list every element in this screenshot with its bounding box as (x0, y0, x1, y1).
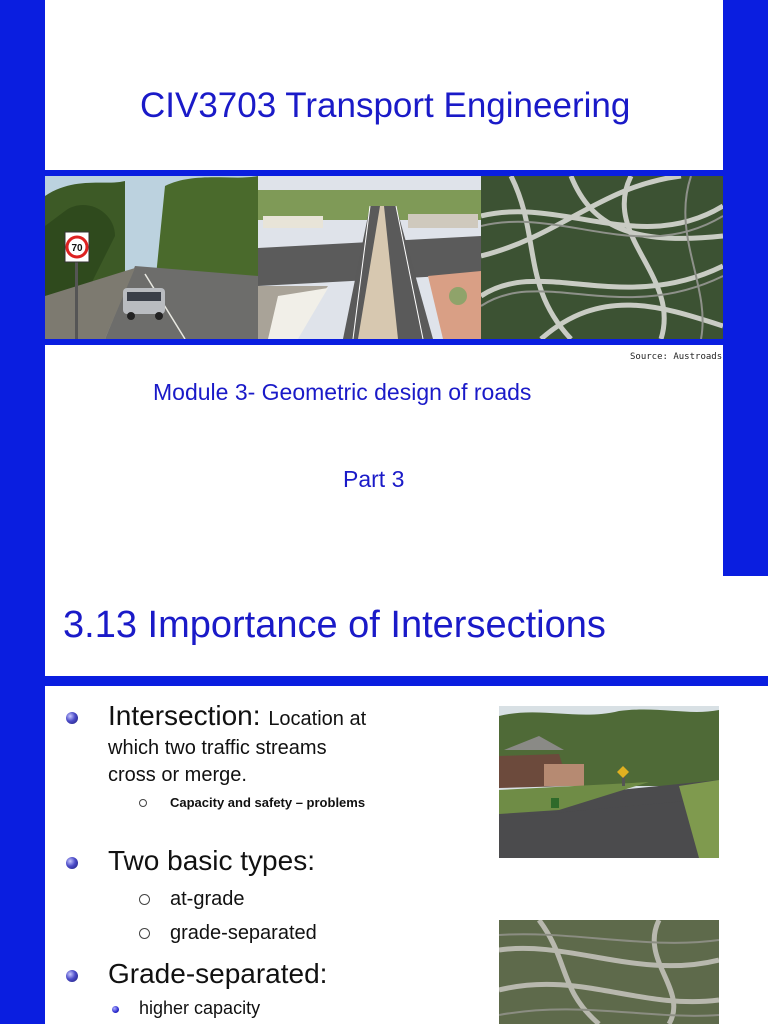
left-accent-bar (0, 0, 45, 1024)
interchange-photo-art (481, 176, 723, 339)
bullet-orb-icon (66, 712, 78, 724)
interchange-photo (481, 176, 723, 339)
bullet-definition-line2: which two traffic streams (108, 737, 327, 759)
bullet-orb-icon (66, 970, 78, 982)
sub-bullet-ring-icon (139, 928, 150, 939)
intersection-photo (258, 176, 481, 339)
right-accent-bar (723, 0, 768, 576)
residential-intersection-photo (499, 706, 719, 858)
bullet-orb-icon (66, 857, 78, 869)
sub-bullet-dot-icon (112, 1006, 119, 1013)
bullet-two-basic-types: Two basic types: (108, 845, 315, 876)
photo-band-bottom-rule (45, 339, 723, 345)
sub-bullet-at-grade: at-grade (170, 888, 245, 910)
bullet-intersection: Intersection: Location at (108, 700, 366, 732)
road-photo: 70 (45, 176, 258, 339)
intersection-photo-art (258, 176, 481, 339)
bullet-term: Intersection: (108, 700, 261, 731)
bullet-grade-separated: Grade-separated: (108, 958, 328, 989)
photo-band-top-rule (45, 170, 723, 176)
speed-sign-text: 70 (71, 243, 83, 254)
slide-title: CIV3703 Transport Engineering (140, 86, 631, 125)
bullet-definition-line1: Location at (268, 708, 367, 730)
title-underline-band (45, 676, 768, 686)
module-subtitle: Module 3- Geometric design of roads (153, 379, 532, 405)
part-label: Part 3 (343, 466, 405, 492)
sub-bullet-ring-icon (139, 894, 150, 905)
sub-bullet-ring-icon (139, 799, 147, 807)
road-photo-art: 70 (45, 176, 258, 339)
bullet-definition-line3: cross or merge. (108, 764, 247, 786)
grade-separated-photo (499, 920, 719, 1024)
sub-bullet-capacity-safety: Capacity and safety – problems (170, 795, 366, 810)
slide-title-2: 3.13 Importance of Intersections (63, 604, 606, 646)
source-caption: Source: Austroads (630, 352, 723, 362)
sub-bullet-higher-capacity: higher capacity (139, 998, 261, 1018)
sub-bullet-grade-separated: grade-separated (170, 922, 317, 944)
residential-intersection-photo-art (499, 706, 719, 858)
grade-separated-photo-art (499, 920, 719, 1024)
